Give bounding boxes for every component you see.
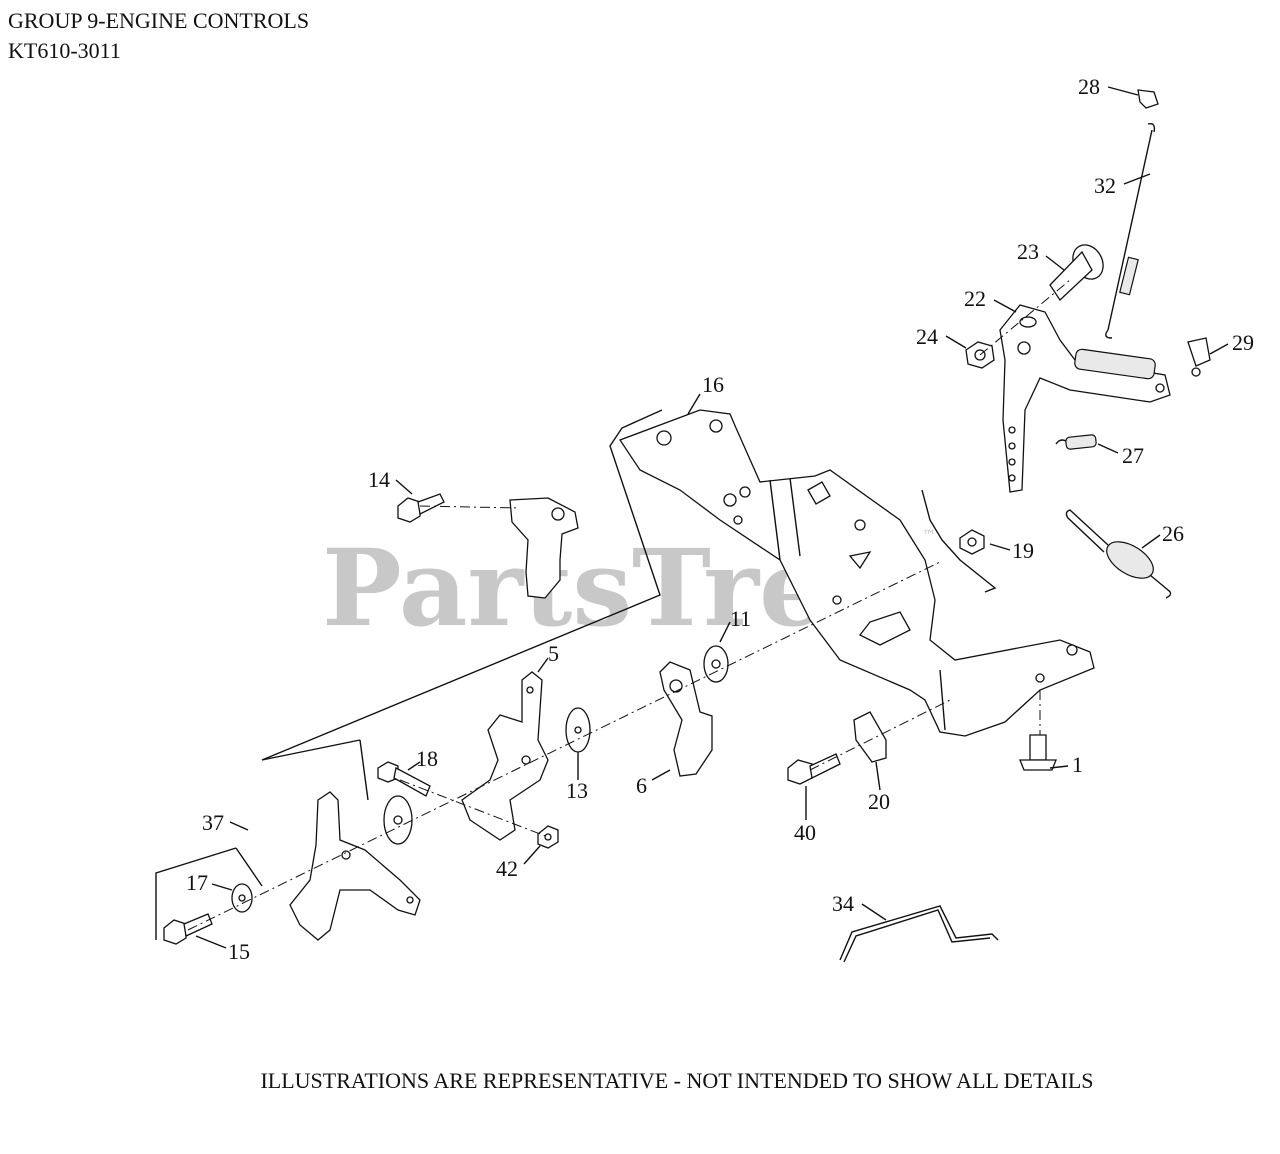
callout-6: 6 [636,773,647,798]
model-number: KT610-3011 [8,38,121,63]
callout-42: 42 [496,856,518,881]
callout-27: 27 [1122,443,1144,468]
callout-11: 11 [730,606,751,631]
callout-labels: 28 32 23 22 24 29 16 27 14 26 19 11 5 18… [186,74,1254,964]
spring-wire-part [921,489,997,593]
watermark-trademark: ™ [922,528,936,544]
hex-bolt-14-part [397,493,445,523]
throttle-lever-part [999,304,1171,493]
retainer-clip-part [853,711,887,763]
callout-leader-lines [195,86,1229,949]
callout-1: 1 [1072,752,1083,777]
mounting-bolt-part [1019,734,1057,771]
callout-20: 20 [868,789,890,814]
callout-28: 28 [1078,74,1100,99]
disclaimer-footer: ILLUSTRATIONS ARE REPRESENTATIVE - NOT I… [0,1068,1280,1094]
choke-lever-part [509,497,579,599]
disclaimer-text: ILLUSTRATIONS ARE REPRESENTATIVE - NOT I… [260,1068,1094,1093]
callout-34: 34 [832,891,854,916]
assembly-bracket-lines [155,409,663,940]
callout-29: 29 [1232,330,1254,355]
lever-bracket-part [289,791,421,941]
callout-17: 17 [186,870,208,895]
callout-13: 13 [566,778,588,803]
callout-24: 24 [916,324,938,349]
push-cap-part [1137,89,1159,109]
pivot-pin-part [1049,244,1104,301]
callout-15: 15 [228,939,250,964]
callout-16: 16 [702,372,724,397]
hex-bolt-15-part [163,913,213,945]
control-rod-part [839,905,999,963]
assembly-centerlines [187,279,1071,931]
washer-11-part [703,645,729,683]
callout-14: 14 [368,467,390,492]
callout-26: 26 [1162,521,1184,546]
callout-19: 19 [1012,538,1034,563]
shoulder-bolt-part [377,761,431,797]
extension-spring-part [1065,509,1172,599]
callout-32: 32 [1094,173,1116,198]
callout-18: 18 [416,746,438,771]
callout-22: 22 [964,286,986,311]
control-bracket-part [619,409,1095,737]
spring-link-part [1105,122,1156,339]
callout-5: 5 [548,641,559,666]
callout-37: 37 [202,810,224,835]
callout-40: 40 [794,820,816,845]
control-lever-5-part [461,671,549,841]
torsion-spring-part [1055,434,1097,450]
hex-nut-part [537,825,559,849]
governor-lever-part [659,661,713,777]
flange-bolt-part [787,753,841,785]
group-title: GROUP 9-ENGINE CONTROLS [8,8,310,33]
callout-23: 23 [1017,239,1039,264]
washer-17-part [231,883,253,913]
cable-clip-part [1187,337,1211,377]
washer-13-part [565,707,591,753]
washer-assembly-part [383,795,413,845]
